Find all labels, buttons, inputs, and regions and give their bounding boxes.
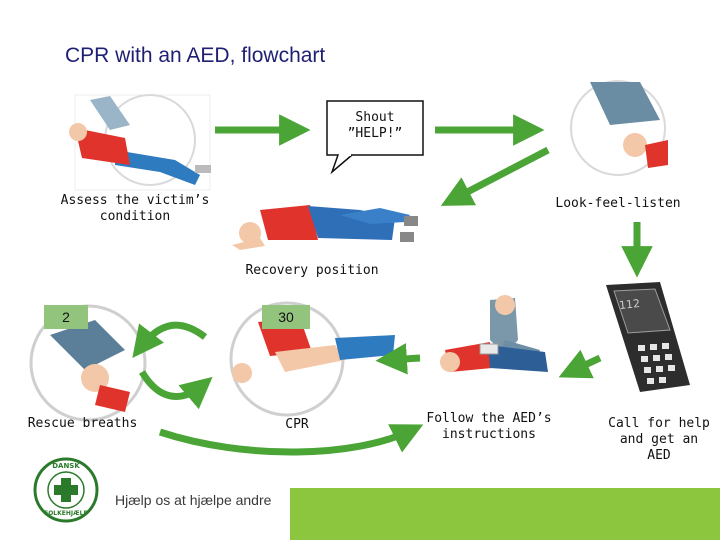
arrow-cpr-to-breaths — [132, 321, 208, 358]
page-title: CPR with an AED, flowchart — [65, 44, 326, 67]
logo-text-top: DANSK — [52, 462, 80, 470]
arrow-bottom-cycle — [158, 424, 424, 456]
arrow-look-to-recovery — [440, 146, 550, 206]
look-feel-listen-label: Look-feel-listen — [555, 196, 681, 211]
rescue-breaths-illustration — [29, 304, 147, 422]
aed-line-1: Follow the AED’s — [426, 411, 552, 426]
arrow-call-to-aed — [558, 349, 602, 379]
assess-line-2: condition — [99, 209, 171, 224]
call-line-3: AED — [647, 448, 671, 463]
call-line-1: Call for help — [608, 416, 710, 431]
speech-bubble — [326, 100, 424, 175]
speech-line-2: ”HELP!” — [347, 126, 403, 141]
breaths-count-box — [44, 305, 88, 329]
cpr-label: CPR — [285, 417, 309, 432]
call-line-2: and get an — [619, 432, 699, 447]
cpr-illustration — [229, 301, 395, 417]
compressions-count: 30 — [278, 309, 294, 325]
look-feel-listen-illustration — [568, 80, 668, 176]
footer-bar — [290, 488, 720, 540]
speech-line-1: Shout — [355, 110, 395, 125]
rescue-breaths-label: Rescue breaths — [27, 416, 138, 431]
assess-illustration — [69, 94, 211, 191]
phone-illustration — [606, 282, 690, 392]
dansk-folkehjaelp-logo — [33, 457, 99, 523]
assess-label: Assess the victim’s condition — [50, 193, 220, 225]
aed-line-2: instructions — [442, 427, 536, 442]
footer-slogan: Hjælp os at hjælpe andre — [115, 492, 272, 508]
assess-line-1: Assess the victim’s — [60, 193, 210, 208]
flow-arrows — [132, 114, 653, 456]
speech-bubble-text: Shout ”HELP!” — [327, 110, 423, 142]
aed-illustration — [440, 295, 548, 372]
arrow-breaths-to-cpr — [138, 370, 213, 410]
logo-text-bottom: FOLKEHJÆLP — [44, 510, 88, 517]
recovery-position-label: Recovery position — [245, 263, 379, 278]
breaths-count: 2 — [62, 309, 70, 325]
recovery-illustration — [232, 205, 418, 250]
arrow-aed-to-cpr — [375, 343, 421, 375]
compressions-count-box — [262, 305, 310, 329]
aed-instructions-label: Follow the AED’s instructions — [414, 411, 564, 443]
call-for-help-label: Call for help and get an AED — [600, 416, 718, 464]
